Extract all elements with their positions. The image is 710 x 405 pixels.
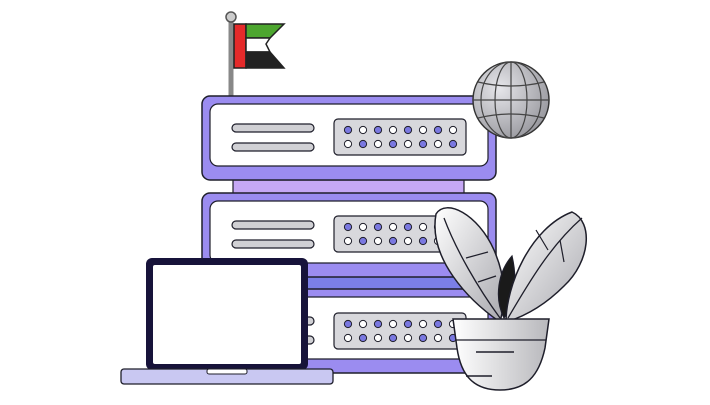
plant-leaf-right: [505, 211, 587, 324]
server-unit-1: [201, 95, 497, 181]
potted-plant-icon: [434, 207, 587, 391]
server-led: [433, 319, 443, 329]
server-led: [358, 333, 368, 343]
server-led: [388, 319, 398, 329]
server-led: [433, 139, 443, 149]
server-led: [448, 139, 458, 149]
server-led: [358, 222, 368, 232]
server-led: [343, 222, 353, 232]
server-led: [403, 139, 413, 149]
server-led: [403, 222, 413, 232]
plant-pot: [452, 318, 550, 391]
server-led: [403, 319, 413, 329]
server-unit-1-led-panel: [333, 118, 467, 156]
server-led: [388, 236, 398, 246]
laptop-trackpad-notch: [206, 368, 248, 375]
server-led: [373, 236, 383, 246]
globe-icon: [472, 61, 550, 139]
laptop-screen: [153, 265, 301, 364]
server-led: [403, 333, 413, 343]
server-led: [343, 236, 353, 246]
flag-black-stripe: [245, 51, 286, 69]
server-led: [433, 333, 443, 343]
server-led: [358, 319, 368, 329]
server-unit-1-slot-top: [231, 123, 315, 133]
server-led: [388, 222, 398, 232]
server-led: [418, 125, 428, 135]
server-led: [418, 236, 428, 246]
server-led: [343, 139, 353, 149]
server-led: [373, 222, 383, 232]
server-led: [388, 139, 398, 149]
server-led: [358, 125, 368, 135]
flag-red-band: [233, 23, 247, 69]
server-led: [373, 319, 383, 329]
server-unit-3-led-panel: [333, 312, 467, 350]
server-unit-2: [201, 192, 497, 278]
server-led: [388, 125, 398, 135]
server-led: [373, 139, 383, 149]
uae-flag-icon: [225, 11, 286, 97]
server-led: [418, 319, 428, 329]
flag-green-stripe: [245, 23, 286, 39]
server-led: [373, 125, 383, 135]
server-led: [343, 333, 353, 343]
server-led: [418, 333, 428, 343]
server-led: [388, 333, 398, 343]
server-unit-1-slot-bottom: [231, 142, 315, 152]
server-led: [373, 333, 383, 343]
flag-white-stripe: [245, 37, 272, 53]
server-led: [403, 236, 413, 246]
server-led: [433, 125, 443, 135]
server-led: [448, 125, 458, 135]
server-led: [418, 222, 428, 232]
server-led: [343, 125, 353, 135]
server-unit-1-leds: [343, 125, 458, 149]
server-unit-2-slot-bottom: [231, 239, 315, 249]
server-led: [418, 139, 428, 149]
server-unit-2-slot-top: [231, 220, 315, 230]
server-led: [358, 139, 368, 149]
server-led: [343, 319, 353, 329]
server-led: [403, 125, 413, 135]
server-led: [358, 236, 368, 246]
rack-connector-1: [232, 179, 465, 195]
laptop-icon: [120, 258, 334, 385]
flag-pole-finial: [225, 11, 237, 23]
